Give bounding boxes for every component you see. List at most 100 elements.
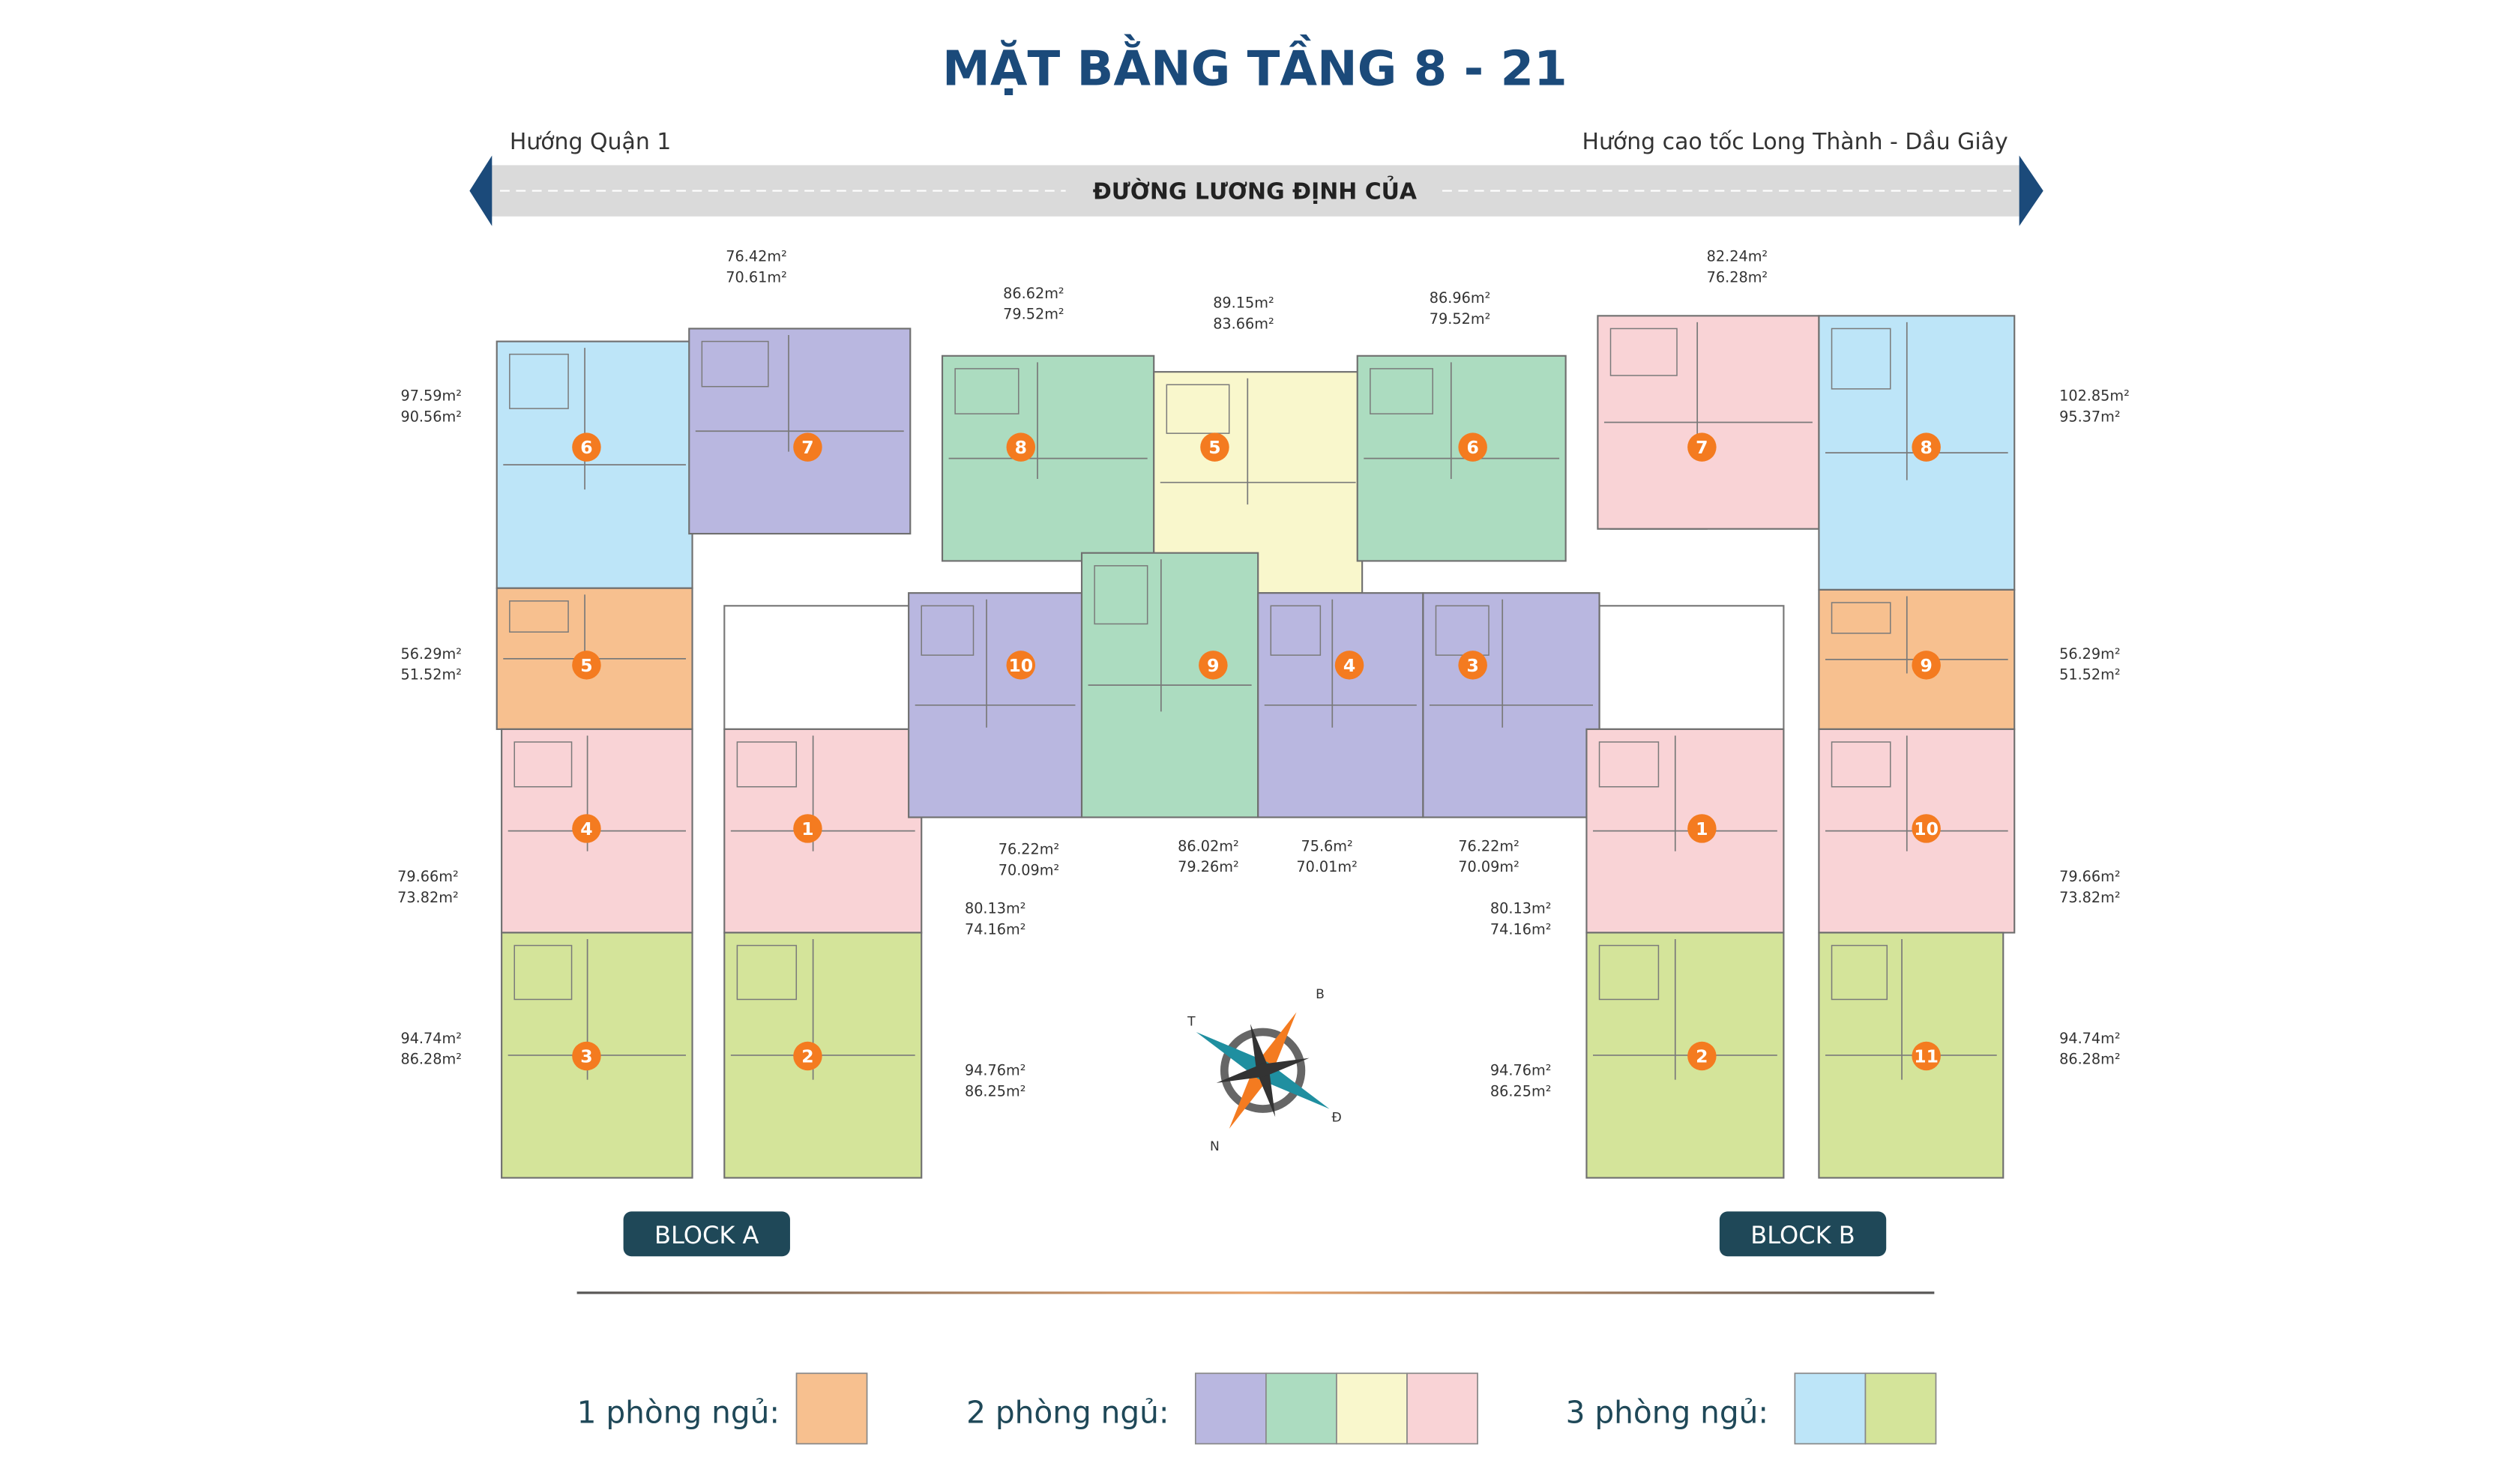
unit-number: 3 [580,1046,592,1067]
gross-area: 56.29m² [400,645,462,663]
apartment-unit-c-9[interactable]: 9 [1080,552,1259,818]
block-a-label: BLOCK A [654,1221,759,1249]
gross-area: 86.62m² [1003,285,1064,302]
apartment-unit-a-3[interactable]: 3 [501,932,693,1179]
unit-number-badge [1687,1041,1717,1071]
unit-number: 7 [801,437,813,458]
unit-number: 6 [580,437,592,458]
unit-number-badge [572,1041,601,1071]
gross-area: 79.66m² [397,868,459,885]
apartment-unit-c-10[interactable]: 10 [908,592,1083,818]
apartment-unit-a-5[interactable]: 5 [496,587,693,730]
legend-item: 3 phòng ngủ: [1566,1372,1937,1445]
legend-swatch-pink [1406,1372,1478,1445]
unit-number: 7 [1696,437,1708,458]
legend-swatch-blue [1794,1372,1867,1445]
apartment-unit-a-2[interactable]: 2 [723,932,923,1179]
unit-number-badge [1006,432,1036,462]
net-area: 79.26m² [1178,858,1239,875]
apartment-unit-a-6[interactable]: 6 [496,340,693,589]
unit-number: 8 [1920,437,1932,458]
unit-number-badge [793,814,822,843]
compass-icon: B T Đ N [1187,987,1342,1154]
unit-area-label: 75.6m² 70.01m² [1296,837,1358,875]
legend-label: 1 phòng ngủ: [577,1395,780,1431]
legend-label: 2 phòng ngủ: [966,1395,1169,1431]
unit-area-label: 56.29m² 51.52m² [400,645,462,684]
unit-number-badge [572,814,601,843]
direction-right-label: Hướng cao tốc Long Thành - Dầu Giây [1582,129,2007,155]
gross-area: 89.15m² [1213,295,1274,312]
net-area: 76.28m² [1707,268,1768,286]
gross-area: 80.13m² [1490,900,1552,917]
net-area: 73.82m² [397,889,459,906]
apartment-unit-c-4[interactable]: 4 [1257,592,1424,818]
legend-item: 2 phòng ngủ: [966,1372,1478,1445]
net-area: 79.52m² [1003,306,1064,323]
apartment-unit-b-9[interactable]: 9 [1818,588,2016,730]
net-area: 86.28m² [2059,1051,2121,1068]
legend-swatch-yellow [1336,1372,1408,1445]
apartment-unit-c-3[interactable]: 3 [1422,592,1600,818]
unit-number: 6 [1466,437,1478,458]
net-area: 86.25m² [1490,1082,1552,1100]
unit-number-badge [1199,651,1228,680]
gross-area: 97.59m² [400,387,462,405]
unit-number: 2 [1696,1046,1708,1067]
apartment-unit-a-4[interactable]: 4 [501,728,693,934]
apartment-unit-b-8[interactable]: 8 [1818,315,2016,591]
legend-swatch-purple [1194,1372,1267,1445]
unit-number: 3 [1466,655,1478,676]
unit-number-badge [1006,651,1036,680]
unit-number-badge [572,432,601,462]
unit-number: 8 [1015,437,1027,458]
gross-area: 75.6m² [1301,837,1352,854]
net-area: 86.25m² [965,1082,1026,1100]
apartment-unit-a-1[interactable]: 1 [723,728,923,934]
block-b-button[interactable]: BLOCK B [1719,1211,1887,1257]
gross-area: 56.29m² [2059,645,2121,663]
net-area: 70.09m² [999,861,1060,878]
unit-number-badge [1458,651,1487,680]
unit-number: 4 [580,818,592,839]
net-area: 70.01m² [1296,858,1358,875]
arrow-left-icon [469,155,493,226]
page-title: MẶT BẰNG TẦNG 8 - 21 [942,33,1567,97]
legend-swatch-lime [1864,1372,1937,1445]
unit-number: 4 [1343,655,1355,676]
unit-area-label: 89.15m² 83.66m² [1213,295,1274,333]
block-a-button[interactable]: BLOCK A [623,1211,790,1257]
apartment-unit-b-11[interactable]: 11 [1818,932,2004,1179]
net-area: 51.52m² [400,666,462,684]
unit-number: 1 [1696,818,1708,839]
apartment-unit-b-7[interactable]: 7 [1597,315,1820,530]
road-name: ĐƯỜNG LƯƠNG ĐỊNH CỦA [1093,175,1417,205]
unit-number: 10 [1008,655,1033,676]
apartment-unit-b-2[interactable]: 2 [1585,932,1785,1179]
gross-area: 76.22m² [1458,837,1519,854]
legend-label: 3 phòng ngủ: [1566,1395,1768,1431]
apartment-unit-c-8[interactable]: 8 [941,355,1155,562]
compass-south: N [1210,1139,1220,1154]
apartment-unit-b-1[interactable]: 1 [1585,728,1785,934]
apartment-unit-c-6[interactable]: 6 [1356,355,1567,562]
unit-number-badge [1687,432,1717,462]
apartment-unit-b-10[interactable]: 10 [1818,728,2016,934]
unit-number-badge [1912,651,1941,680]
legend: 1 phòng ngủ: 2 phòng ngủ: 3 phòng ngủ: [577,1372,1937,1445]
net-area: 83.66m² [1213,315,1274,332]
gross-area: 102.85m² [2059,387,2130,405]
apartment-unit-a-7[interactable]: 7 [688,328,912,535]
direction-left-label: Hướng Quận 1 [510,129,672,155]
gross-area: 94.74m² [400,1030,462,1047]
